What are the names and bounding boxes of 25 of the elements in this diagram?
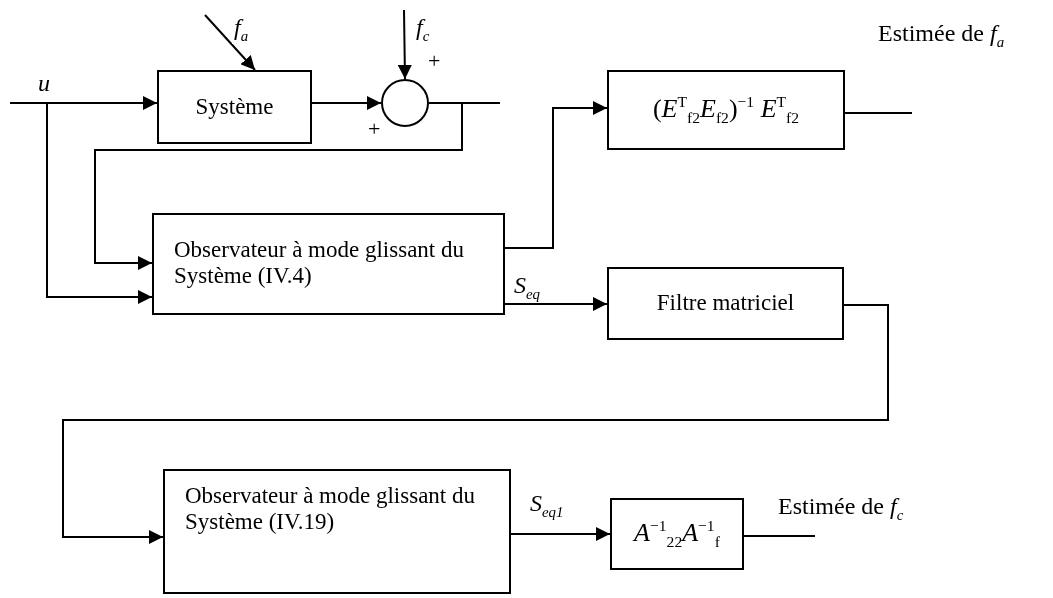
arrow: [204, 14, 256, 71]
block-label: Observateur à mode glissant du Système (IV.19): [185, 483, 476, 536]
matrix-block: [607, 70, 845, 150]
block-box: [157, 70, 312, 144]
block-label: Observateur à mode glissant du Système (IV.4): [174, 237, 465, 290]
block-box: [152, 213, 505, 315]
arrow: [510, 527, 611, 541]
matrix-block: [610, 498, 744, 570]
summing-junction: [381, 79, 429, 127]
sign-label: +: [368, 118, 381, 140]
arrow: [94, 102, 463, 270]
block-label: Système: [195, 93, 274, 121]
signal-line: [844, 112, 913, 114]
arrow: [9, 96, 158, 110]
arrow: [62, 304, 889, 544]
arrow: [504, 297, 608, 311]
arrow: [311, 96, 382, 110]
block-label: Filtre matriciel: [656, 290, 795, 317]
arrow: [397, 9, 412, 80]
block-box: [607, 267, 844, 340]
signal-line: [743, 535, 816, 537]
block-box: [163, 469, 511, 594]
arrow: [46, 102, 153, 304]
arrow: [504, 101, 608, 249]
sign-label: +: [428, 50, 441, 72]
